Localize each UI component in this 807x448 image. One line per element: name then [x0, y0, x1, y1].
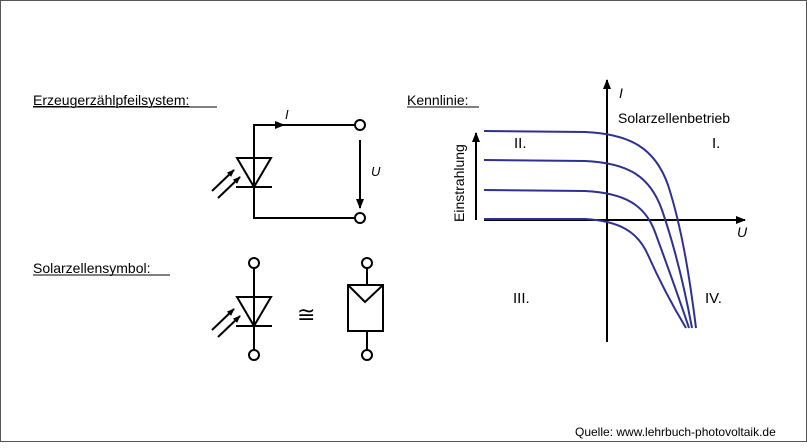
- voltage-label: U: [371, 164, 381, 179]
- quadrant-4: IV.: [705, 290, 722, 307]
- u-axis-label: U: [737, 224, 748, 240]
- erzeuger-title: Erzeugerzählpfeilsystem:: [33, 92, 189, 108]
- terminal-bottom: [354, 212, 366, 224]
- iv-curve-4: [484, 218, 687, 329]
- light-arrow-icon: [211, 169, 235, 192]
- circuit-wire-top: [253, 124, 355, 218]
- current-label: I: [285, 107, 289, 122]
- einstrahlung-label: Einstrahlung: [451, 144, 467, 222]
- iv-curve-1: [483, 130, 697, 329]
- equivalence-sign: ≅: [297, 302, 315, 327]
- circuit-wire-bottom: [253, 187, 355, 219]
- circuit: [211, 119, 366, 224]
- quadrant-3: III.: [513, 290, 530, 307]
- solar-cell-symbol: [211, 257, 384, 361]
- light-arrow-icon: [211, 308, 235, 331]
- iv-curve-3: [483, 189, 690, 329]
- solar-module-icon: [347, 284, 384, 332]
- source-credit: Quelle: www.lehrbuch-photovoltaik.de: [575, 425, 776, 439]
- diode-icon: [235, 157, 273, 189]
- quadrant-2: II.: [514, 135, 527, 152]
- kennlinie-title: Kennlinie:: [407, 92, 469, 108]
- iv-chart: I U Solarzellenbetrieb Einstrahlung I. I…: [451, 79, 748, 342]
- symbol-title: Solarzellensymbol:: [33, 260, 151, 276]
- betrieb-label: Solarzellenbetrieb: [618, 110, 730, 126]
- light-arrow-icon: [217, 315, 241, 338]
- i-axis-label: I: [619, 85, 623, 101]
- iv-curve-2: [483, 159, 693, 329]
- light-arrow-icon: [217, 176, 241, 199]
- terminal-top: [354, 119, 366, 131]
- quadrant-1: I.: [712, 135, 720, 152]
- diode-icon: [235, 296, 273, 328]
